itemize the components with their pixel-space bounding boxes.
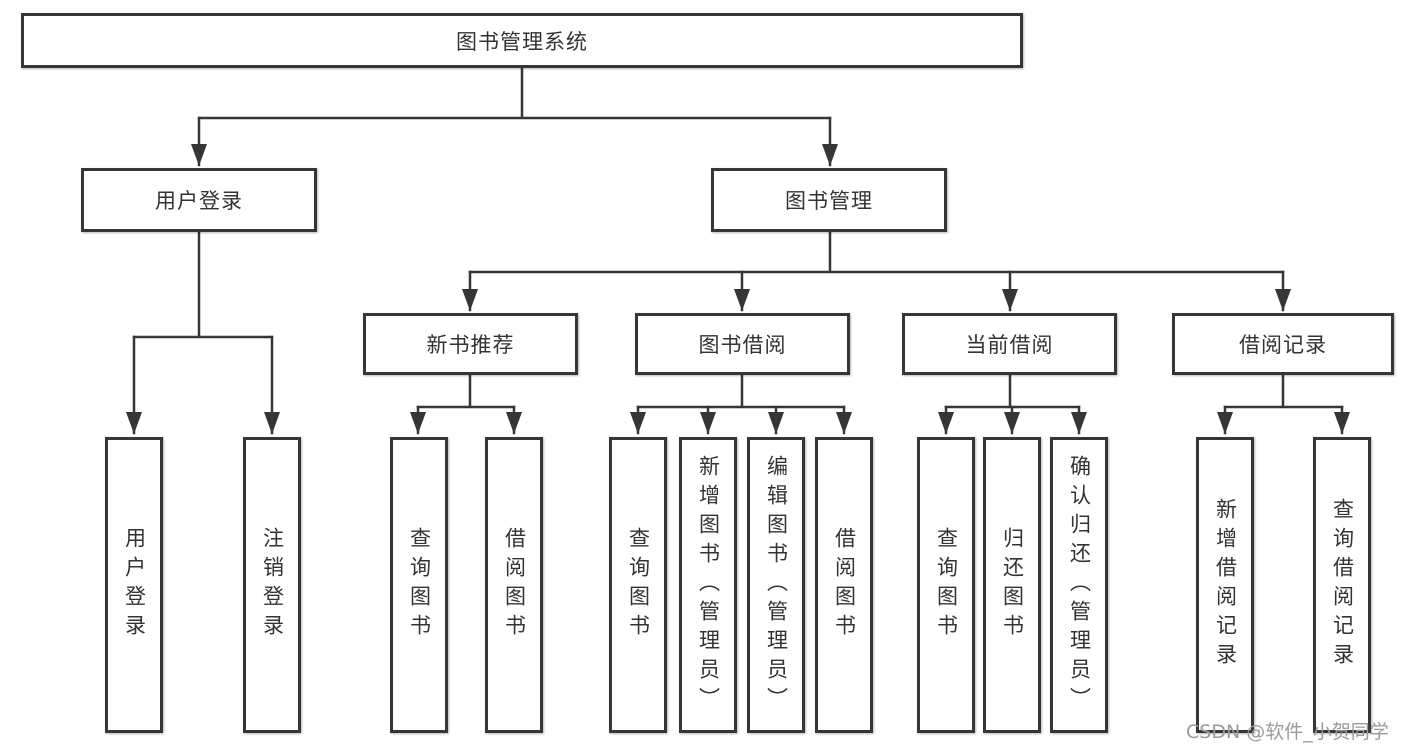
leaf-label: 注销登录 [260, 527, 285, 643]
connector [197, 66, 832, 120]
leaf-borrowing-borrow-books: 借阅图书 [815, 437, 873, 733]
node-label: 新书推荐 [426, 333, 515, 357]
connector [416, 373, 516, 409]
leaf-label: 用户登录 [122, 527, 147, 643]
leaf-label: 新增图书（管理员） [696, 454, 721, 716]
node-current-borrowing: 当前借阅 [902, 313, 1117, 375]
leaf-logout: 注销登录 [243, 437, 301, 733]
leaf-label: 编辑图书（管理员） [764, 454, 789, 716]
connector [132, 230, 274, 339]
leaf-borrowing-add-book-admin: 新增图书（管理员） [679, 437, 737, 733]
leaf-recommend-borrow-books: 借阅图书 [485, 437, 543, 733]
leaf-current-return-books: 归还图书 [983, 437, 1041, 733]
node-label: 用户登录 [155, 189, 243, 213]
leaf-label: 查询图书 [626, 527, 651, 643]
node-book-management: 图书管理 [711, 168, 947, 232]
node-user-login: 用户登录 [81, 168, 317, 232]
connector [468, 230, 1285, 274]
watermark: CSDN @软件_小贺同学 [1186, 721, 1389, 743]
leaf-recommend-query-books: 查询图书 [390, 437, 448, 733]
node-library-management-system: 图书管理系统 [21, 13, 1023, 68]
leaf-label: 确认归还（管理员） [1067, 454, 1092, 716]
leaf-borrowing-query-books: 查询图书 [609, 437, 667, 733]
leaf-label: 新增借阅记录 [1213, 498, 1238, 672]
node-borrow-records: 借阅记录 [1172, 313, 1394, 375]
leaf-label: 借阅图书 [502, 527, 527, 643]
node-label: 借阅记录 [1239, 333, 1327, 357]
node-book-borrowing: 图书借阅 [635, 313, 850, 375]
leaf-records-query-record: 查询借阅记录 [1313, 437, 1371, 733]
leaf-user-login: 用户登录 [105, 437, 163, 733]
leaf-label: 查询借阅记录 [1330, 498, 1355, 672]
node-label: 图书管理 [785, 189, 873, 213]
leaf-label: 查询图书 [407, 527, 432, 643]
leaf-borrowing-edit-book-admin: 编辑图书（管理员） [747, 437, 805, 733]
node-new-book-recommend: 新书推荐 [363, 313, 578, 375]
connector [1223, 373, 1344, 409]
leaf-records-add-record: 新增借阅记录 [1196, 437, 1254, 733]
node-label: 图书借阅 [698, 333, 787, 357]
leaf-current-query-books: 查询图书 [917, 437, 975, 733]
connector [944, 373, 1081, 409]
connector [636, 373, 846, 409]
node-label: 当前借阅 [965, 333, 1054, 357]
connector-group [126, 66, 1350, 435]
node-label: 图书管理系统 [456, 29, 588, 54]
leaf-current-confirm-return-admin: 确认归还（管理员） [1050, 437, 1108, 733]
leaf-label: 归还图书 [1000, 527, 1025, 643]
leaf-label: 借阅图书 [832, 527, 857, 643]
leaf-label: 查询图书 [934, 527, 959, 643]
